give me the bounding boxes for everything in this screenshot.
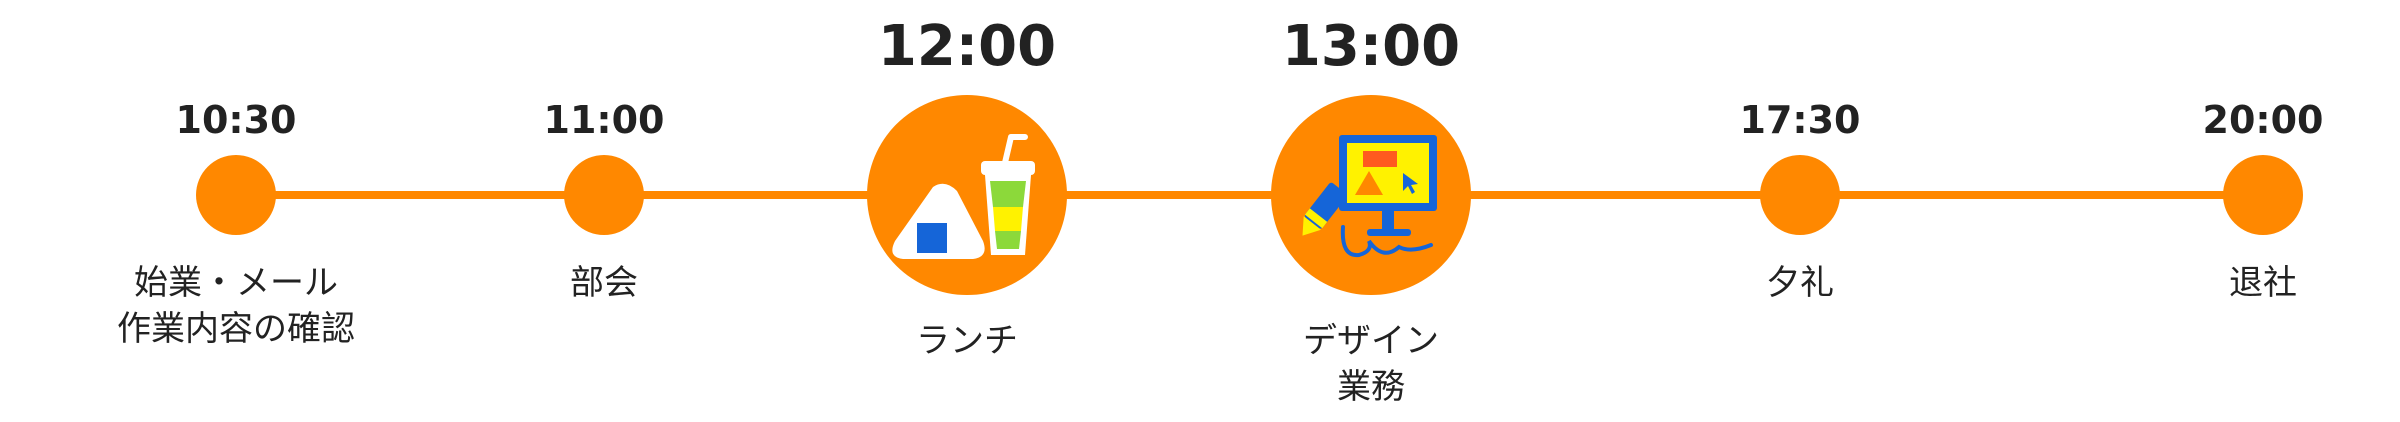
timeline-dot [1760, 155, 1840, 235]
event-label: 部会 [424, 260, 784, 306]
lunch-icon [892, 134, 1035, 259]
time-label: 20:00 [2202, 98, 2324, 142]
event-label-line: 夕礼 [1766, 263, 1834, 303]
event-label-line: 退社 [2229, 263, 2297, 303]
timeline-dot [2223, 155, 2303, 235]
timeline-dot [564, 155, 644, 235]
event-label: デザイン 業務 [1191, 318, 1551, 410]
time-label: 12:00 [877, 14, 1057, 79]
time-label: 11:00 [543, 98, 665, 142]
event-label: 夕礼 [1620, 260, 1980, 306]
event-label-line: 作業内容の確認 [117, 309, 355, 349]
event-label-line: 始業・メール [134, 263, 338, 303]
event-label-line: 業務 [1337, 367, 1405, 407]
time-label: 13:00 [1281, 14, 1461, 79]
time-label: 17:30 [1739, 98, 1861, 142]
timeline-icon-circle [867, 95, 1067, 295]
event-label-line: ランチ [916, 321, 1018, 361]
timeline-dot [196, 155, 276, 235]
event-label-line: 部会 [570, 263, 638, 303]
event-label-line: デザイン [1303, 321, 1439, 361]
event-label: ランチ [787, 318, 1147, 364]
event-label: 始業・メール 作業内容の確認 [56, 260, 416, 352]
timeline-line [236, 191, 2279, 199]
event-label: 退社 [2083, 260, 2400, 306]
time-label: 10:30 [175, 98, 297, 142]
design-icon [1302, 135, 1437, 258]
timeline-icon-circle [1271, 95, 1471, 295]
